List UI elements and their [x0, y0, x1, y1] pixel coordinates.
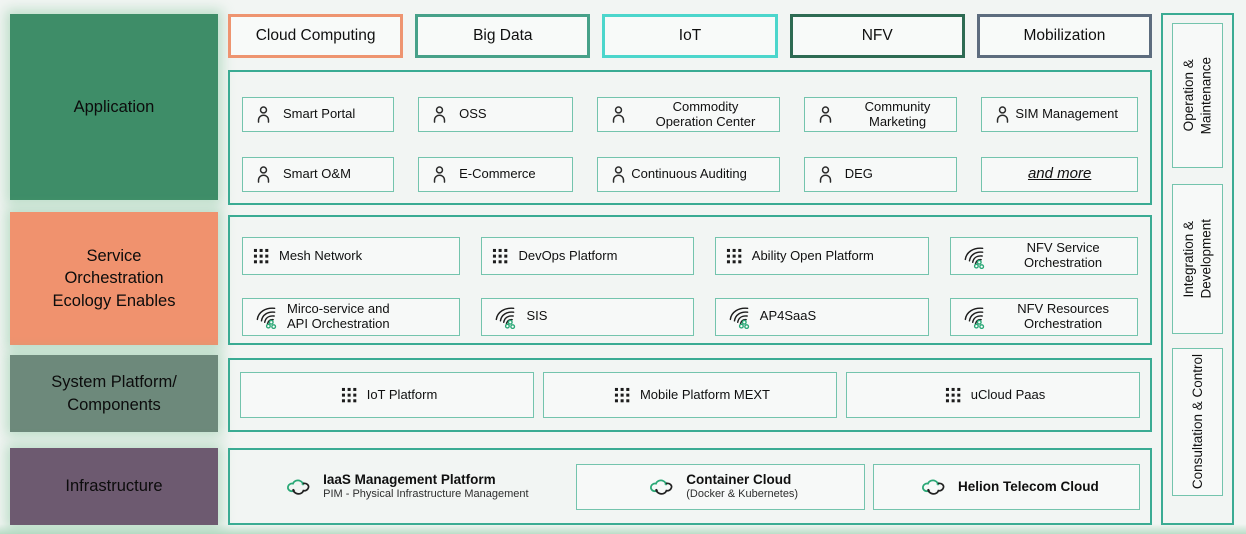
person-icon — [257, 165, 270, 183]
side-panel-operation-maintenance: Operation & Maintenance — [1172, 23, 1223, 168]
app-item-label: Continuous Auditing — [631, 165, 747, 181]
layer-label-system-platform: System Platform/ Components — [10, 355, 218, 432]
svc-item-label: NFV Service Orchestration — [1024, 240, 1103, 270]
sys-item-iot-platform: IoT Platform — [240, 372, 534, 418]
layer-label-infrastructure: Infrastructure — [10, 448, 218, 525]
side-services-panel: Operation & Maintenance Integration & De… — [1161, 13, 1234, 525]
system-platform-container: IoT Platform Mobile Platform MEXT uCloud… — [228, 358, 1152, 432]
app-item-label: OSS — [459, 106, 487, 122]
side-panel-integration-development: Integration & Development — [1172, 184, 1223, 334]
infra-item-container-cloud: Container Cloud (Docker & Kubernetes) — [575, 463, 865, 510]
app-grid-icon — [253, 248, 269, 263]
app-item-commodity-operation-center: Commodity Operation Center — [597, 97, 780, 132]
svc-item-nfv-resources-orchestration: NFV Resources Orchestration — [950, 297, 1138, 336]
infra-item-title: IaaS Management Platform — [323, 472, 496, 488]
app-item-deg: DEG — [803, 156, 958, 192]
service-orchestration-container: Mesh Network DevOps Platform Ability Ope… — [228, 215, 1152, 345]
infra-item-title: Helion Telecom Cloud — [957, 478, 1099, 494]
infra-item-subtitle: PIM - Physical Infrastructure Management — [323, 487, 529, 500]
svc-item-devops-platform: DevOps Platform — [481, 237, 694, 275]
person-icon — [997, 106, 1009, 123]
side-panel-label: Consultation & Control — [1189, 354, 1205, 490]
app-grid-icon — [945, 387, 961, 402]
cloud-sync-icon — [650, 479, 673, 495]
sys-item-mobile-platform-mext: Mobile Platform MEXT — [543, 372, 837, 418]
app-item-label: DEG — [844, 165, 873, 181]
side-panel-label: Integration & Development — [1180, 219, 1214, 299]
sys-item-label: uCloud Paas — [970, 386, 1046, 402]
tab-nfv: NFV — [789, 14, 965, 58]
app-item-label: Smart O&M — [283, 165, 351, 181]
svc-item-label: Ability Open Platform — [751, 247, 874, 263]
person-icon — [433, 106, 446, 123]
cloud-sync-icon — [921, 479, 945, 495]
orchestration-icon — [964, 246, 985, 269]
app-item-label: E-Commerce — [459, 165, 536, 181]
infra-item-title: Container Cloud — [686, 472, 792, 488]
person-icon — [819, 106, 831, 123]
svc-item-label: SIS — [526, 308, 548, 324]
orchestration-icon — [496, 307, 516, 329]
app-item-label: Community Marketing — [864, 98, 931, 129]
orchestration-icon — [729, 307, 750, 329]
application-layer-container: Smart Portal OSS Commodity Operation Cen… — [228, 70, 1152, 205]
tab-big-data: Big Data — [415, 14, 591, 58]
app-item-oss: OSS — [418, 97, 574, 132]
svc-item-label: DevOps Platform — [518, 247, 618, 263]
app-grid-icon — [341, 387, 357, 402]
app-item-label: Commodity Operation Center — [655, 98, 756, 129]
svc-item-label: Mirco-service and API Orchestration — [287, 300, 390, 331]
infra-item-helion-telecom-cloud: Helion Telecom Cloud — [872, 463, 1140, 510]
svc-item-microservice-api-orchestration: Mirco-service and API Orchestration — [242, 297, 461, 336]
tab-iot: IoT — [602, 14, 778, 58]
person-icon — [257, 106, 270, 123]
layer-label-service-orchestration: Service Orchestration Ecology Enables — [10, 212, 218, 345]
orchestration-icon — [256, 307, 277, 329]
person-icon — [612, 106, 625, 123]
infra-item-subtitle: (Docker & Kubernetes) — [686, 487, 799, 500]
app-item-smart-oam: Smart O&M — [242, 156, 395, 192]
svc-item-label: NFV Resources Orchestration — [1017, 300, 1109, 331]
app-item-smart-portal: Smart Portal — [242, 97, 395, 132]
person-icon — [612, 165, 625, 183]
svc-item-label: Mesh Network — [279, 247, 363, 263]
app-item-label: and more — [1027, 165, 1092, 183]
side-panel-label: Operation & Maintenance — [1180, 56, 1214, 135]
infra-item-iaas-management-platform: IaaS Management Platform PIM - Physical … — [240, 464, 568, 510]
app-item-label: SIM Management — [1015, 106, 1118, 122]
app-grid-icon — [493, 248, 508, 263]
app-item-and-more: and more — [981, 156, 1138, 192]
svc-item-sis: SIS — [481, 297, 694, 336]
app-item-label: Smart Portal — [283, 106, 356, 122]
svc-item-nfv-service-orchestration: NFV Service Orchestration — [950, 237, 1138, 275]
side-panel-consultation-control: Consultation & Control — [1172, 348, 1223, 496]
svc-item-mesh-network: Mesh Network — [242, 237, 461, 275]
tab-cloud-computing: Cloud Computing — [228, 14, 404, 58]
tab-mobilization: Mobilization — [976, 14, 1153, 58]
orchestration-icon — [964, 307, 985, 329]
app-grid-icon — [726, 248, 742, 263]
app-item-continuous-auditing: Continuous Auditing — [597, 156, 780, 192]
svc-item-label: AP4SaaS — [759, 308, 817, 324]
app-grid-icon — [614, 387, 630, 402]
app-item-community-marketing: Community Marketing — [803, 97, 958, 132]
sys-item-label: IoT Platform — [366, 386, 438, 402]
person-icon — [819, 165, 831, 183]
sys-item-ucloud-paas: uCloud Paas — [846, 372, 1140, 418]
sys-item-label: Mobile Platform MEXT — [639, 386, 771, 402]
svc-item-ap4saas: AP4SaaS — [714, 297, 930, 336]
person-icon — [433, 165, 446, 183]
layer-label-application: Application — [10, 14, 218, 200]
app-item-sim-management: SIM Management — [981, 97, 1138, 132]
svc-item-ability-open-platform: Ability Open Platform — [714, 237, 930, 275]
technology-tabs: Cloud Computing Big Data IoT NFV Mobiliz… — [228, 14, 1153, 58]
infrastructure-container: IaaS Management Platform PIM - Physical … — [228, 448, 1152, 525]
cloud-sync-icon — [287, 479, 310, 495]
app-item-e-commerce: E-Commerce — [418, 156, 574, 192]
